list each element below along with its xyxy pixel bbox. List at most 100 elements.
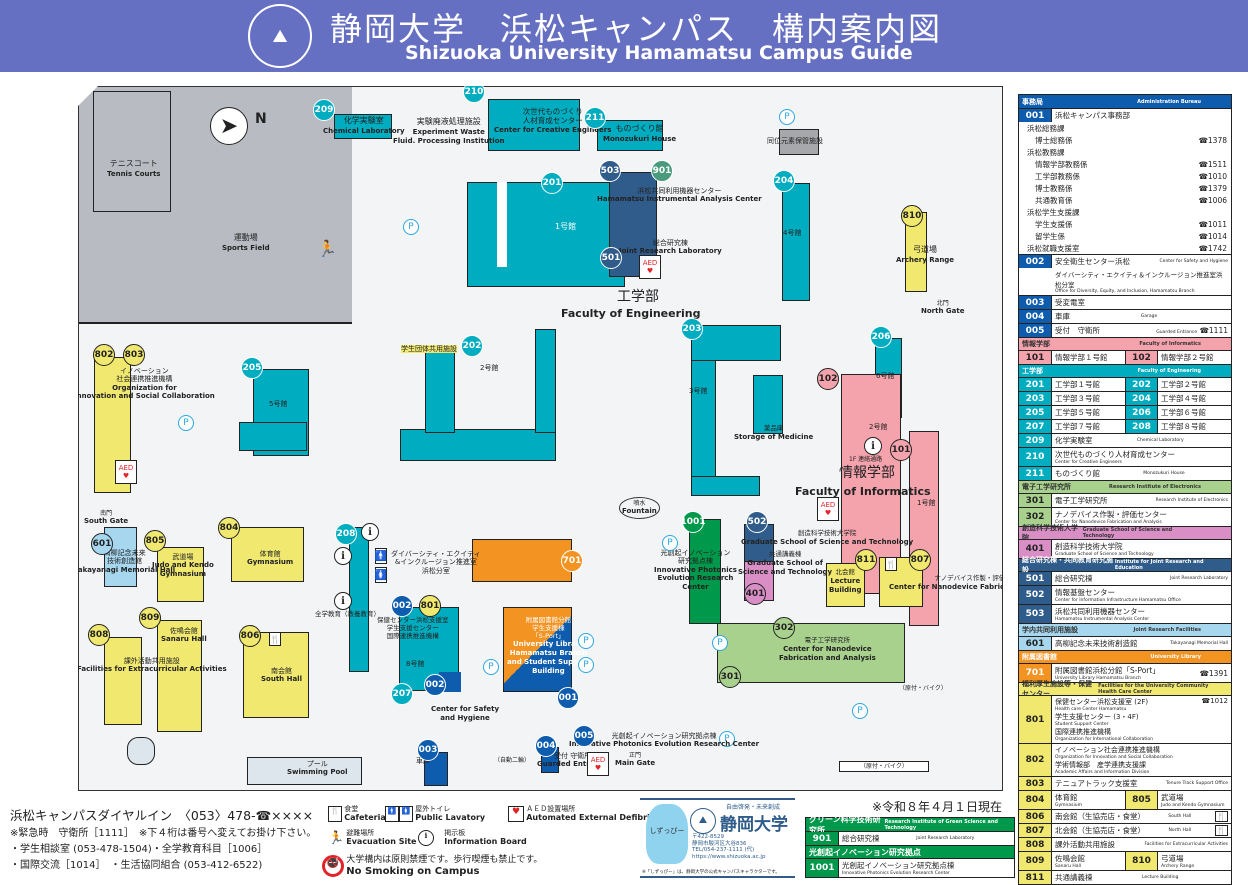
cafeteria-icon: 🍴 [1214, 825, 1228, 836]
building-number-209: 209 [313, 99, 335, 121]
legend-no-smoking: 🚭 大学構内は原則禁煙です。歩行喫煙も禁止です。No Smoking on Ca… [322, 855, 542, 878]
dir-row-102[interactable]: 情報学部２号館 [1157, 351, 1231, 364]
parking-icon: P [779, 109, 795, 125]
dir-row-205[interactable]: 工学部５号館 [1051, 406, 1125, 419]
evacuation-site-icon: 🏃 [317, 239, 337, 258]
building-1001[interactable] [689, 519, 721, 624]
building-208[interactable] [349, 527, 369, 672]
female-lavatory-icon: 🚺 [375, 567, 387, 583]
pond [127, 737, 155, 765]
building-204[interactable] [782, 183, 810, 301]
as-of-date: ※令和８年４月１日現在 [872, 800, 1003, 814]
no-smoking-icon: 🚭 [322, 855, 344, 878]
compass-arrow-icon: ➤ [210, 107, 248, 145]
dir-row-202[interactable]: 工学部２号館 [1157, 378, 1231, 391]
building-number-901: 901 [651, 160, 673, 182]
faculty-informatics-jp: 情報学部 [839, 465, 895, 481]
building-804[interactable] [231, 527, 304, 582]
building-301-302[interactable] [717, 623, 905, 683]
male-lavatory-icon: 🚹 [385, 806, 399, 823]
dir-row-201[interactable]: 工学部１号館 [1051, 378, 1125, 391]
building-805[interactable] [157, 547, 204, 602]
dir-row-801[interactable]: 801 保健センター浜松支援室 (2F)☎1012 Health care Ce… [1019, 695, 1231, 743]
building-809[interactable] [157, 620, 202, 732]
dial-in-number: 浜松キャンパスダイヤルイン 〈053〉478-☎×××× [10, 808, 314, 823]
building-806[interactable] [243, 632, 309, 718]
admin-subdepartments: 浜松総務課 博士総務係☎1378 浜松教務課 情報学部教務係☎1511 工学部教… [1027, 123, 1227, 253]
building-808[interactable] [104, 637, 142, 725]
swimming-pool [247, 757, 362, 785]
aed-icon: ♥ [508, 806, 524, 823]
building-211[interactable] [597, 120, 663, 151]
building-701[interactable] [472, 539, 572, 582]
tennis-courts [93, 91, 171, 212]
evacuation-site-icon: 🏃 [328, 830, 345, 846]
building-201[interactable] [467, 182, 625, 287]
dir-row-207[interactable]: 工学部７号館 [1051, 420, 1125, 433]
cafeteria-icon: 🍴 [328, 806, 342, 823]
dir-row-101[interactable]: 情報学部１号館 [1051, 351, 1125, 364]
compass-north-label: N [255, 111, 267, 127]
dir-row-204[interactable]: 工学部４号館 [1157, 392, 1231, 405]
dir-row-203[interactable]: 工学部３号館 [1051, 392, 1125, 405]
male-lavatory-icon: 🚹 [375, 548, 387, 564]
building-203[interactable] [691, 339, 716, 494]
building-202[interactable] [400, 429, 556, 461]
faculty-engineering-jp: 工学部 [617, 289, 659, 305]
building-811[interactable] [826, 563, 865, 607]
university-emblem-icon: ⛰ [248, 4, 312, 68]
isotope-storage [779, 129, 819, 155]
information-board-icon: i [418, 830, 434, 847]
building-210[interactable] [488, 99, 580, 151]
header-banner: ⛰ 静岡大学 浜松キャンパス 構内案内図 Shizuoka University… [0, 0, 1248, 72]
cafeteria-icon: 🍴 [1214, 811, 1228, 822]
dir-row-206[interactable]: 工学部６号館 [1157, 406, 1231, 419]
university-url-link[interactable]: https://www.shizuoka.ac.jp [692, 853, 766, 860]
page-title-en: Shizuoka University Hamamatsu Campus Gui… [405, 42, 913, 64]
female-lavatory-icon: 🚺 [399, 806, 413, 823]
dir-row-208[interactable]: 工学部８号館 [1157, 420, 1231, 433]
building-209[interactable] [334, 114, 392, 139]
